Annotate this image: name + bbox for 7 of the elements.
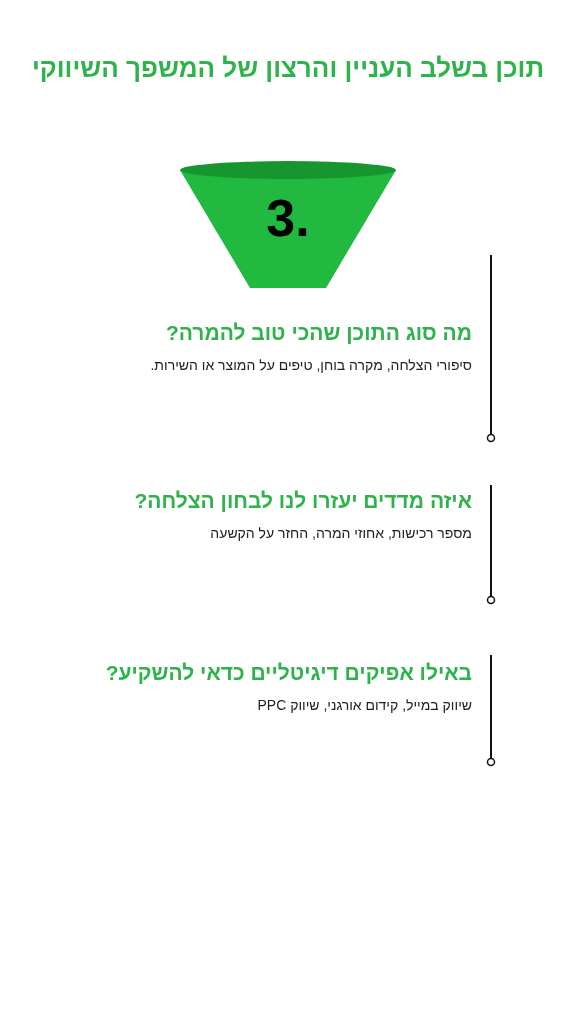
answer-text: מספר רכישות, אחוזי המרה, החזר על הקשעה <box>209 524 472 544</box>
title: תוכן בשלב העניין והרצון של המשפך השיווקי <box>30 52 546 85</box>
question-heading: איזה מדדים יעזרו לנו לבחון הצלחה? <box>133 488 472 514</box>
question-heading: באילו אפיקים דיגיטליים כדאי להשקיע? <box>104 660 472 686</box>
answer-text: שיווק במייל, קידום אורגני, שיווק PPC <box>256 696 472 716</box>
question-heading: מה סוג התוכן שהכי טוב להמרה? <box>164 320 472 346</box>
answer-text: סיפורי הצלחה, מקרה בוחן, טיפים על המוצר או השירות. <box>149 356 472 376</box>
